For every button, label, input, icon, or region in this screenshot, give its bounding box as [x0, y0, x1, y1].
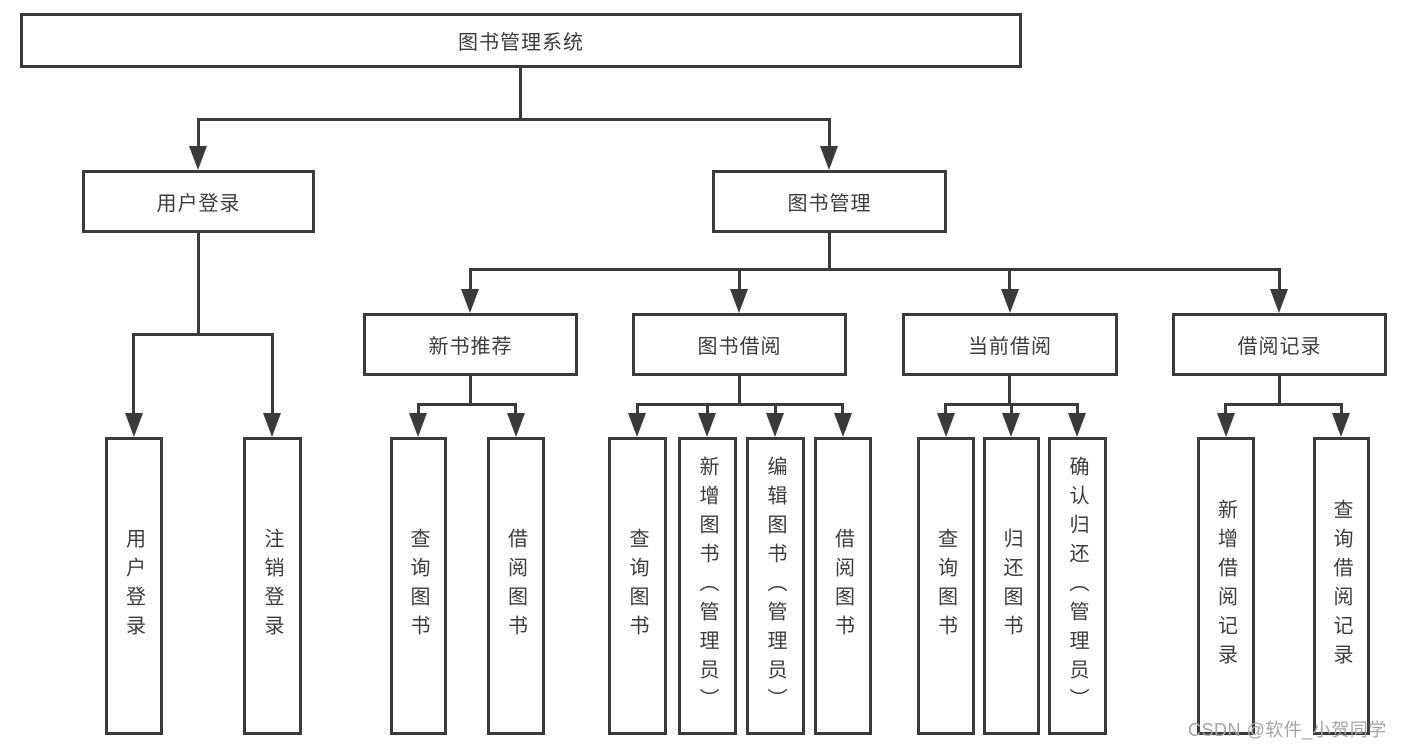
leaf-edit-book-admin-label: 编辑图书（管理员） — [764, 455, 786, 717]
connector-line — [1340, 403, 1343, 415]
node-library-system: 图书管理系统 — [20, 13, 1022, 68]
arrow-down-icon — [730, 289, 748, 313]
connector-line — [417, 403, 517, 406]
leaf-edit-book-admin: 编辑图书（管理员） — [746, 437, 805, 735]
arrow-down-icon — [1270, 289, 1288, 313]
arrow-down-icon — [628, 413, 646, 437]
node-user-login-label: 用户登录 — [156, 193, 241, 215]
leaf-user-login: 用户登录 — [105, 437, 163, 735]
arrow-down-icon — [1002, 413, 1020, 437]
arrow-down-icon — [263, 413, 281, 437]
leaf-add-book-admin-label: 新增图书（管理员） — [696, 455, 718, 717]
connector-line — [636, 403, 639, 415]
node-book-management: 图书管理 — [712, 170, 947, 233]
arrow-down-icon — [1217, 413, 1235, 437]
leaf-query-books-current-label: 查询图书 — [934, 528, 957, 644]
connector-line — [738, 268, 741, 291]
arrow-down-icon — [1068, 413, 1086, 437]
connector-line — [197, 118, 200, 148]
arrow-down-icon — [834, 413, 852, 437]
leaf-borrow-books: 借阅图书 — [814, 437, 872, 735]
connector-line — [636, 403, 844, 406]
arrow-down-icon — [937, 413, 955, 437]
connector-line — [197, 118, 831, 121]
node-book-borrowing: 图书借阅 — [632, 313, 847, 376]
node-book-management-label: 图书管理 — [787, 193, 872, 215]
arrow-down-icon — [409, 413, 427, 437]
arrow-down-icon — [820, 146, 838, 170]
connector-line — [514, 403, 517, 415]
leaf-logout-label: 注销登录 — [261, 528, 283, 644]
connector-line — [469, 268, 1281, 271]
connector-line — [1008, 374, 1011, 405]
connector-line — [132, 333, 274, 336]
arrow-down-icon — [507, 413, 525, 437]
leaf-query-books-current: 查询图书 — [917, 437, 975, 735]
connector-line — [1278, 374, 1281, 405]
leaf-logout: 注销登录 — [243, 437, 302, 735]
node-book-borrowing-label: 图书借阅 — [697, 336, 782, 358]
node-new-book-recommendation: 新书推荐 — [363, 313, 578, 376]
leaf-query-borrow-record: 查询借阅记录 — [1313, 437, 1370, 735]
arrow-down-icon — [189, 146, 207, 170]
connector-line — [1076, 403, 1079, 415]
node-user-login: 用户登录 — [82, 170, 315, 233]
connector-line — [469, 374, 472, 405]
node-borrowing-records: 借阅记录 — [1172, 313, 1387, 376]
leaf-borrow-books-recommend-label: 借阅图书 — [504, 528, 527, 644]
connector-line — [828, 118, 831, 148]
connector-line — [828, 230, 831, 270]
connector-line — [841, 403, 844, 415]
arrow-down-icon — [461, 289, 479, 313]
leaf-borrow-books-recommend: 借阅图书 — [487, 437, 545, 735]
arrow-down-icon — [125, 413, 143, 437]
leaf-borrow-books-label: 借阅图书 — [831, 528, 854, 644]
leaf-add-borrow-record-label: 新增借阅记录 — [1214, 499, 1237, 673]
connector-line — [469, 268, 472, 291]
leaf-query-books-borrowing: 查询图书 — [608, 437, 667, 735]
connector-line — [1224, 403, 1343, 406]
connector-line — [271, 333, 274, 415]
node-new-book-recommendation-label: 新书推荐 — [428, 336, 513, 358]
connector-line — [1010, 403, 1013, 415]
node-current-borrowing-label: 当前借阅 — [968, 336, 1052, 358]
leaf-add-borrow-record: 新增借阅记录 — [1197, 437, 1255, 735]
connector-line — [1278, 268, 1281, 291]
leaf-return-books: 归还图书 — [983, 437, 1040, 735]
connector-line — [1008, 268, 1011, 291]
node-current-borrowing: 当前借阅 — [902, 313, 1118, 376]
leaf-confirm-return-admin-label: 确认归还（管理员） — [1066, 455, 1088, 717]
connector-line — [944, 403, 947, 415]
connector-line — [1224, 403, 1227, 415]
arrow-down-icon — [698, 413, 716, 437]
arrow-down-icon — [1332, 413, 1350, 437]
arrow-down-icon — [766, 413, 784, 437]
leaf-query-books-borrowing-label: 查询图书 — [626, 528, 648, 644]
connector-line — [417, 403, 420, 415]
connector-line — [197, 230, 200, 335]
leaf-query-books-recommend-label: 查询图书 — [407, 528, 429, 644]
leaf-user-login-label: 用户登录 — [122, 528, 145, 644]
connector-line — [519, 66, 522, 120]
arrow-down-icon — [1001, 289, 1019, 313]
connector-line — [132, 333, 135, 415]
csdn-watermark: CSDN @软件_小贺同学 — [1188, 720, 1387, 740]
connector-line — [738, 374, 741, 405]
node-borrowing-records-label: 借阅记录 — [1237, 336, 1322, 358]
node-library-system-label: 图书管理系统 — [458, 32, 584, 54]
leaf-confirm-return-admin: 确认归还（管理员） — [1048, 437, 1107, 735]
connector-line — [774, 403, 777, 415]
leaf-return-books-label: 归还图书 — [1000, 528, 1022, 644]
connector-line — [706, 403, 709, 415]
leaf-query-books-recommend: 查询图书 — [390, 437, 447, 735]
leaf-query-borrow-record-label: 查询借阅记录 — [1330, 499, 1352, 673]
leaf-add-book-admin: 新增图书（管理员） — [678, 437, 737, 735]
